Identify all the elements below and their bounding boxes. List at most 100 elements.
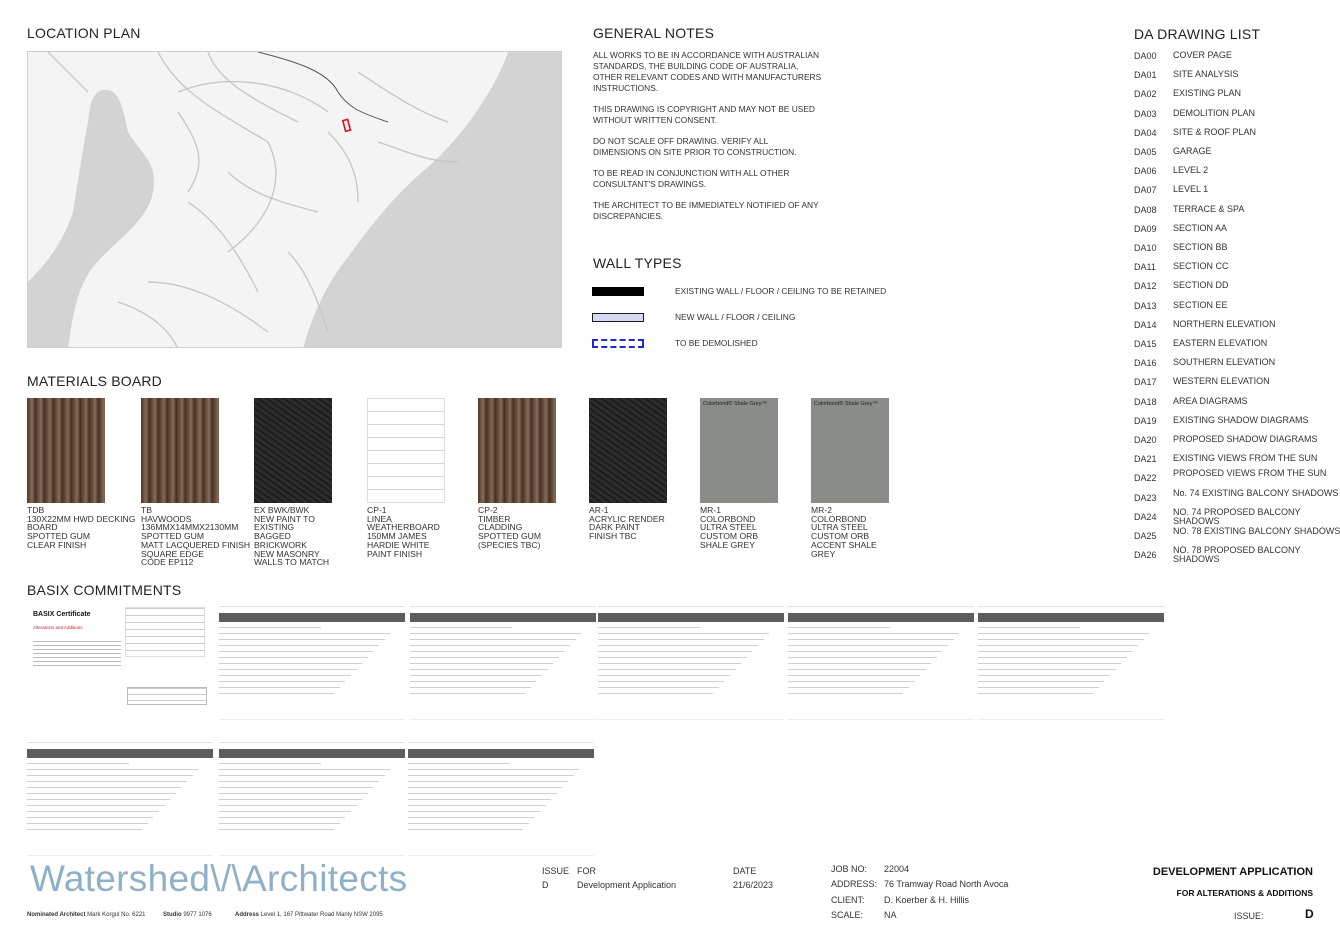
material-line: HAVWOODS [141, 513, 192, 524]
basix-page-thumbnail [27, 739, 213, 856]
da-title: EASTERN ELEVATION [1173, 338, 1268, 348]
scale-label: SCALE: [831, 910, 864, 920]
basix-page-thumbnail [410, 603, 596, 720]
da-code: DA12 [1134, 281, 1157, 292]
for-value: Development Application [577, 880, 677, 890]
material-swatch-caption: Colorbond® Shale Grey™ [703, 401, 767, 407]
material-line: SHALE GREY [700, 539, 755, 550]
da-code: DA09 [1134, 223, 1157, 234]
issue-right-label: ISSUE: [1234, 911, 1264, 921]
location-map [27, 51, 562, 348]
da-title: SECTION AA [1173, 222, 1228, 233]
location-plan-heading: LOCATION PLAN [27, 25, 141, 41]
basix-page-thumbnail [219, 739, 405, 856]
da-code: DA15 [1134, 339, 1157, 349]
material-line: HARDIE WHITE [367, 539, 430, 550]
job-no-label: JOB NO: [831, 864, 868, 874]
basix-heading: BASIX COMMITMENTS [27, 582, 182, 598]
material-line: (SPECIES TBC) [478, 539, 541, 550]
material-line: ACRYLIC RENDER [589, 513, 665, 524]
da-title: NO. 74 PROPOSED BALCONY SHADOWS [1173, 506, 1301, 526]
da-title: COVER PAGE [1173, 50, 1232, 60]
da-code: DA18 [1134, 396, 1157, 407]
da-code: DA03 [1134, 108, 1157, 119]
basix-page-thumbnail [598, 603, 784, 720]
da-title: GARAGE [1173, 146, 1212, 156]
studio-phone: Studio 9977 1076 [163, 912, 212, 918]
wall-label-demolished: TO BE DEMOLISHED [675, 338, 758, 348]
note-5: THE ARCHITECT TO BE IMMEDIATELY NOTIFIED… [593, 200, 819, 221]
basix-cover-page: BASIX Certificate Alterations and Additi… [27, 603, 212, 720]
material-swatch: Colorbond® Shale Grey™ [700, 398, 778, 503]
da-code: DA16 [1134, 358, 1157, 369]
wall-type-demolished: TO BE DEMOLISHED [592, 336, 758, 350]
da-title: EXISTING SHADOW DIAGRAMS [1173, 414, 1309, 425]
da-title: WESTERN ELEVATION [1173, 376, 1270, 387]
da-title: NO. 78 PROPOSED BALCONY SHADOWS [1173, 545, 1301, 565]
material-code: CP-1 [367, 505, 387, 515]
material-swatch [254, 398, 332, 503]
material-line: ULTRA STEEL [700, 522, 757, 533]
wall-type-new: NEW WALL / FLOOR / CEILING [592, 310, 795, 324]
material-code: TDB [27, 505, 45, 515]
project-subtitle: FOR ALTERATIONS & ADDITIONS [1176, 888, 1313, 898]
da-code: DA24 [1134, 511, 1157, 522]
nominated-architect: Nominated Architect Mark Korgul No. 6221 [27, 912, 146, 918]
material-line: CLADDING [478, 522, 523, 533]
da-title: No. 74 EXISTING BALCONY SHADOWS [1173, 487, 1339, 498]
da-code: DA05 [1134, 147, 1157, 157]
materials-board-heading: MATERIALS BOARD [27, 373, 162, 389]
da-code: DA10 [1134, 243, 1157, 253]
da-title: LEVEL 2 [1173, 165, 1209, 176]
da-code: DA14 [1134, 319, 1157, 330]
material-line: BAGGED [254, 531, 291, 542]
material-swatch [27, 398, 105, 503]
da-title: AREA DIAGRAMS [1173, 395, 1248, 406]
material-line: COLORBOND [700, 513, 756, 524]
da-code: DA22 [1134, 473, 1157, 484]
da-title: SOUTHERN ELEVATION [1173, 357, 1276, 368]
da-code: DA26 [1134, 550, 1157, 561]
material-line: COLORBOND [811, 513, 867, 524]
da-title: SITE & ROOF PLAN [1173, 126, 1257, 137]
da-code: DA04 [1134, 127, 1157, 138]
da-code: DA19 [1134, 415, 1157, 426]
date-value: 21/6/2023 [733, 880, 774, 890]
wall-swatch-new [592, 312, 644, 322]
da-code: DA20 [1134, 435, 1157, 445]
material-line: 130x22MM HWD DECKING [27, 513, 136, 524]
material-code: AR-1 [589, 505, 609, 515]
da-code: DA23 [1134, 492, 1157, 503]
material-line: CUSTOM ORB [811, 531, 870, 542]
material-line: BRICKWORK [254, 539, 307, 550]
da-code: DA11 [1134, 262, 1156, 273]
basix-page-thumbnail [978, 603, 1164, 720]
general-notes-heading: GENERAL NOTES [593, 25, 715, 41]
da-title: LEVEL 1 [1173, 184, 1209, 195]
date-label: DATE [733, 866, 757, 876]
project-title: DEVELOPMENT APPLICATION [1152, 866, 1313, 878]
studio-address: Address Level 1, 167 Pittwater Road Manl… [235, 912, 383, 918]
wall-types-heading: WALL TYPES [593, 255, 682, 271]
da-title: SITE ANALYSIS [1173, 69, 1239, 80]
site-address-value: 76 Tramway Road North Avoca [884, 879, 1009, 889]
material-line: SPOTTED GUM [478, 531, 542, 542]
basix-certificate-title: BASIX Certificate [33, 611, 91, 618]
note-1: ALL WORKS TO BE IN ACCORDANCE WITH AUSTR… [593, 50, 822, 93]
da-code: DA08 [1134, 204, 1157, 215]
architect-logo: Watershed\/\Architects [30, 858, 408, 899]
basix-page-thumbnail [408, 739, 594, 856]
wall-label-new: NEW WALL / FLOOR / CEILING [675, 312, 796, 322]
material-line: WALLS TO MATCH [254, 557, 330, 568]
material-line: GREY [811, 548, 836, 559]
material-tb: TBHAVWOODS136mmx14mmx2130mmSPOTTED GUMMA… [141, 398, 250, 566]
general-notes: ALL WORKS TO BE IN ACCORDANCE WITH AUSTR… [593, 50, 823, 232]
material-line: BOARD [27, 522, 58, 533]
da-code: DA21 [1134, 454, 1157, 465]
